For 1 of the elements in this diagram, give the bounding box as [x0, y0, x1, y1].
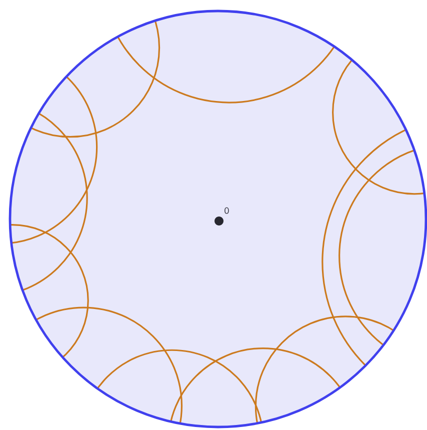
- point-label: 0: [224, 207, 229, 214]
